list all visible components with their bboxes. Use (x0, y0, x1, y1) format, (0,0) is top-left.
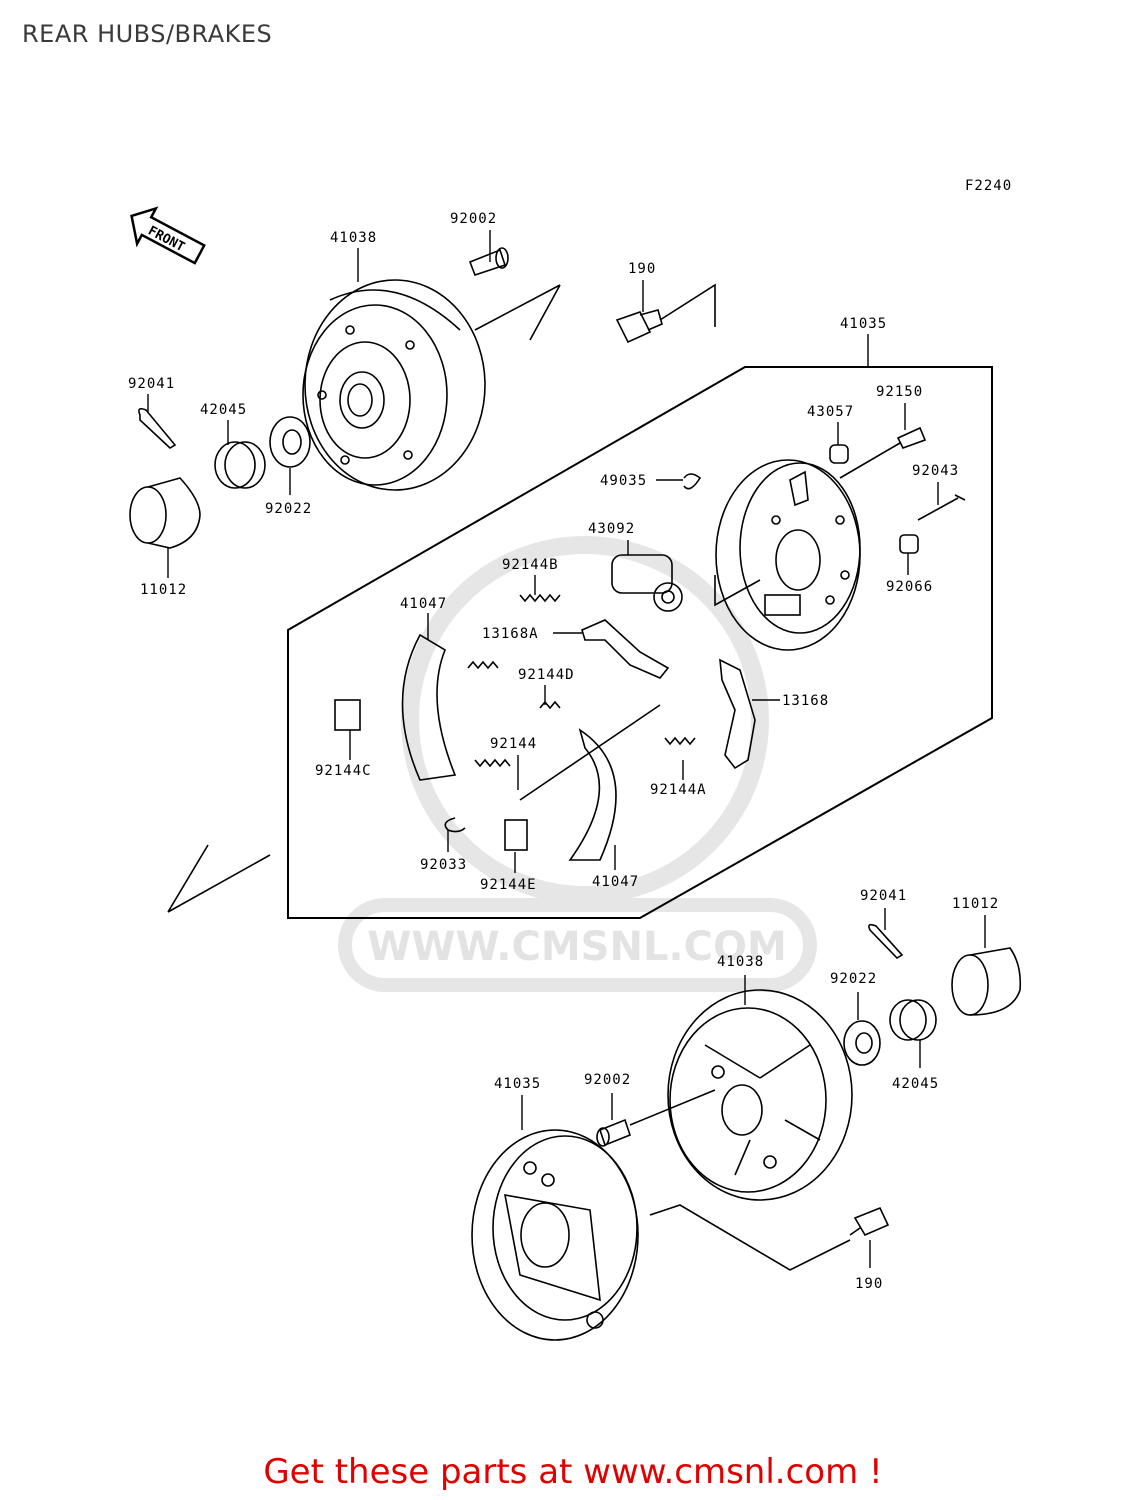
part-label[interactable]: 92041 (860, 888, 907, 904)
part-label[interactable]: 41038 (330, 230, 377, 246)
lower-hub-bolt (596, 1118, 631, 1147)
part-label[interactable]: 43092 (588, 521, 635, 537)
wire-clip (683, 473, 702, 490)
part-label[interactable]: 41035 (494, 1076, 541, 1092)
lower-backing-plate (471, 1129, 639, 1341)
part-labels: 41038 92002 190 41035 92041 42045 92022 … (128, 211, 999, 1292)
part-label[interactable]: 41047 (592, 874, 639, 890)
watermark-text: WWW.CMSNL.COM (367, 924, 787, 970)
figure-code: F2240 (965, 178, 1012, 194)
part-label[interactable]: 92144C (315, 763, 372, 779)
hanger-pin (917, 494, 966, 521)
upper-castle-nut (214, 441, 266, 489)
upper-hub-bolt (468, 247, 509, 277)
lever-13168A (581, 619, 670, 679)
brake-shoe-upper (401, 633, 457, 781)
leader-lines (147, 230, 986, 1268)
upper-hub-cap (129, 477, 201, 549)
lower-washer (843, 1020, 881, 1066)
upper-plug (829, 444, 849, 464)
part-label[interactable]: 92144D (518, 667, 575, 683)
wheel-cylinder (611, 554, 683, 612)
lower-castle-nut (889, 999, 937, 1041)
lower-brake-drum (667, 989, 853, 1201)
brake-shoe-lower (568, 728, 617, 861)
part-label[interactable]: 92002 (450, 211, 497, 227)
clip-92144E (504, 819, 528, 851)
part-label[interactable]: 41035 (840, 316, 887, 332)
front-arrow-icon: FRONT (130, 206, 206, 265)
exploded-parts-diagram: WWW.CMSNL.COM F2240 FRONT (128, 178, 1022, 1341)
part-label[interactable]: 41038 (717, 954, 764, 970)
part-label[interactable]: 92066 (886, 579, 933, 595)
part-label[interactable]: 92144 (490, 736, 537, 752)
part-label[interactable]: 92144A (650, 782, 707, 798)
hanger-nut (899, 534, 919, 554)
part-label[interactable]: 92043 (912, 463, 959, 479)
spring-92144D-b (539, 700, 561, 710)
part-label[interactable]: 41047 (400, 596, 447, 612)
part-label[interactable]: 190 (628, 261, 656, 277)
footer-link[interactable]: Get these parts at www.cmsnl.com ! (263, 1452, 883, 1492)
upper-bleed-bolt (615, 309, 663, 344)
backing-plate-bolt (896, 426, 927, 449)
part-label[interactable]: 43057 (807, 404, 854, 420)
part-label[interactable]: 92150 (876, 384, 923, 400)
spring-92144 (474, 758, 511, 768)
part-label[interactable]: 42045 (892, 1076, 939, 1092)
part-label[interactable]: 92002 (584, 1072, 631, 1088)
spring-92144D (467, 660, 499, 670)
part-label[interactable]: 92022 (830, 971, 877, 987)
part-label[interactable]: 92144E (480, 877, 537, 893)
part-label[interactable]: 92144B (502, 557, 559, 573)
part-label[interactable]: 92041 (128, 376, 175, 392)
lower-hub-cap (951, 947, 1022, 1016)
lower-cotter-pin (868, 923, 904, 960)
upper-cotter-pin (138, 408, 177, 449)
spring-92144A (664, 736, 696, 746)
part-label[interactable]: 42045 (200, 402, 247, 418)
part-label[interactable]: 11012 (140, 582, 187, 598)
spring-92144B (519, 593, 561, 603)
lever-13168 (719, 658, 756, 770)
part-label[interactable]: 49035 (600, 473, 647, 489)
assembly-outline (287, 366, 993, 919)
part-label[interactable]: 13168A (482, 626, 539, 642)
part-label[interactable]: 13168 (782, 693, 829, 709)
watermark: WWW.CMSNL.COM (338, 536, 817, 992)
lower-bleed-bolt (849, 1206, 890, 1237)
upper-backing-plate (715, 459, 861, 651)
upper-brake-drum (302, 279, 486, 491)
part-label[interactable]: 92022 (265, 501, 312, 517)
page-title: REAR HUBS/BRAKES (22, 20, 273, 48)
part-label[interactable]: 92033 (420, 857, 467, 873)
clip-92144C (334, 699, 361, 731)
part-label[interactable]: 190 (855, 1276, 883, 1292)
part-label[interactable]: 11012 (952, 896, 999, 912)
upper-washer (269, 416, 311, 468)
